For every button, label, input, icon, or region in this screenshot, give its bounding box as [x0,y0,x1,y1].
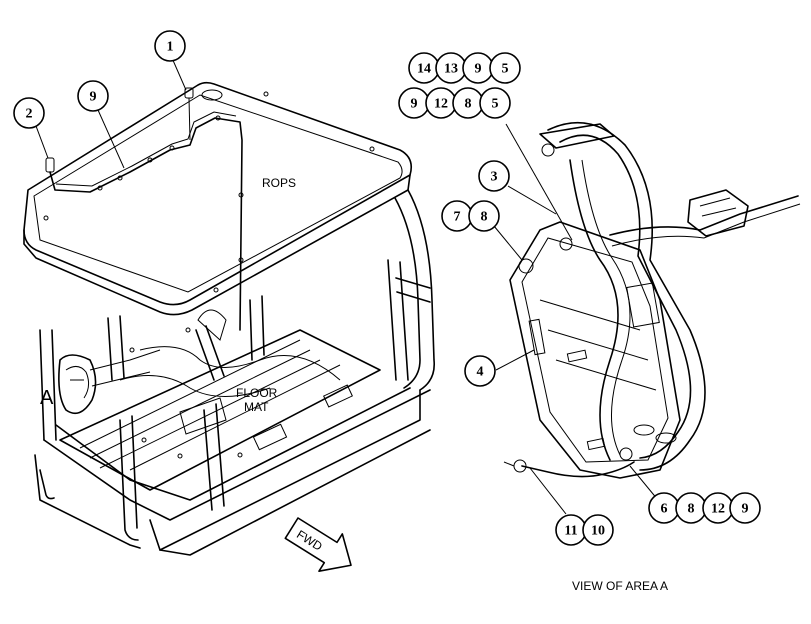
cab-frame [34,189,436,556]
callout-group-c-14-13-9-5: 14 13 9 5 [408,52,521,84]
callout-balloon [468,200,500,232]
callout-balloon [479,87,511,119]
callout-number: 8 [688,502,695,517]
callout-balloon [77,80,109,112]
callout-number: 5 [492,97,499,112]
view-caption: VIEW OF AREA A [572,579,668,593]
callout-balloon [489,52,521,84]
callout-number: 12 [711,502,725,517]
floor-mat-label-line2: MAT [244,400,269,414]
callout-number: 6 [661,502,668,517]
callout-number: 7 [454,210,461,225]
callout-group-c1: 1 [154,30,186,62]
callout-group-c4: 4 [464,355,496,387]
area-a-assembly [503,122,801,479]
callout-number: 14 [417,62,431,77]
callout-number: 11 [564,524,577,539]
callout-balloon [154,30,186,62]
callout-number: 8 [481,210,488,225]
callout-group-c-9-12-8-5: 9 12 8 5 [398,87,511,119]
callout-group-c3: 3 [478,160,510,192]
callout-balloon [478,160,510,192]
cab-roof [23,81,413,316]
callout-balloon [729,492,761,524]
floor-mat-label-line1: FLOOR [236,386,278,400]
callout-balloon [13,97,45,129]
callout-balloon [464,355,496,387]
callout-group-c-6-8-12-9: 6 8 12 9 [648,492,761,524]
callout-number: 2 [26,107,33,122]
callout-number: 3 [491,170,498,185]
callout-number: 9 [90,90,97,105]
callout-number: 8 [465,97,472,112]
callout-number: 9 [411,97,418,112]
leader-lines [35,57,659,515]
callout-number: 4 [477,365,484,380]
callout-number: 1 [167,40,174,55]
callout-number: 13 [444,62,458,77]
callout-number: 9 [742,502,749,517]
callout-number: 10 [591,524,605,539]
fwd-arrow: FWD [284,517,352,573]
callout-balloon [582,514,614,546]
callout-number: 9 [475,62,482,77]
callout-group-c9: 9 [77,80,109,112]
area-a-marker: A [40,387,54,409]
callout-group-c2: 2 [13,97,45,129]
rops-label: ROPS [262,176,296,190]
callout-group-c-11-10: 11 10 [555,514,614,546]
callout-number: 12 [434,97,448,112]
roof-wiring-harness [45,87,244,331]
callout-number: 5 [502,62,509,77]
